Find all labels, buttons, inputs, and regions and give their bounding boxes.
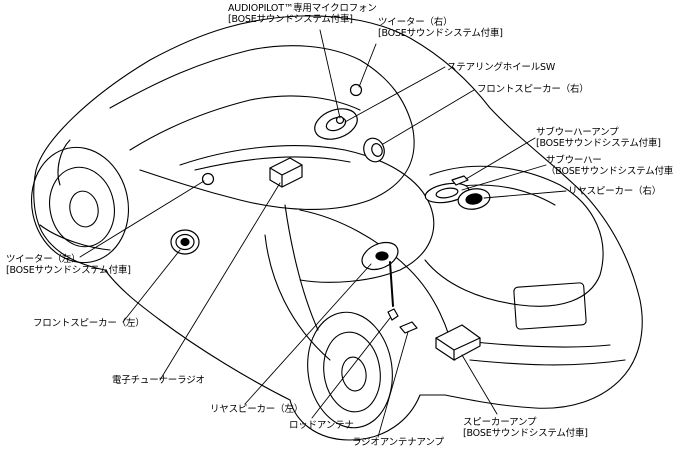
label-audiopilot-mic: AUDIOPILOT™専用マイクロフォン [BOSEサウンドシステム付車] [228,3,377,25]
label-subwoofer: サブウーハー （BOSEサウンドシステム付車] [546,155,673,177]
car-body [33,15,643,441]
label-line: サブウーハーアンプ [536,127,619,138]
label-line: 電子チューナーラジオ [112,375,205,386]
label-front-speaker-left: フロントスピーカー（左） [33,318,145,329]
label-speaker-amp: スピーカーアンプ [BOSEサウンドシステム付車] [463,417,588,439]
label-tweeter-right: ツイーター（右） [BOSEサウンドシステム付車] [378,17,503,39]
label-subwoofer-amp: サブウーハーアンプ [BOSEサウンドシステム付車] [536,127,661,149]
label-radio-antenna-amp: ラジオアンテナアンプ [352,437,444,448]
label-line: （BOSEサウンドシステム付車] [546,166,673,177]
label-line: ラジオアンテナアンプ [352,437,444,448]
rear-wheel [307,311,393,429]
label-line: [BOSEサウンドシステム付車] [536,138,661,149]
label-line: フロントスピーカー（右） [477,84,589,95]
label-line: ツイーター（左） [6,254,81,265]
front-wheel [30,146,130,264]
label-line: リヤスピーカー（左） [210,404,304,415]
label-line: ステアリングホイールSW [447,62,556,73]
label-line: サブウーハー [546,155,602,166]
label-line: [BOSEサウンドシステム付車] [463,428,588,439]
label-line: スピーカーアンプ [463,417,537,428]
label-front-speaker-right: フロントスピーカー（右） [477,84,589,95]
component-parts [170,83,491,361]
label-line: ロッドアンテナ [289,420,354,431]
label-rear-speaker-right: リヤスピーカー（右） [568,186,661,197]
label-line: [BOSEサウンドシステム付車] [228,14,353,25]
label-line: [BOSEサウンドシステム付車] [378,28,503,39]
label-rod-antenna: ロッドアンテナ [289,420,354,431]
leader-lines [79,29,567,438]
label-line: ツイーター（右） [378,17,453,28]
label-line: フロントスピーカー（左） [33,318,145,329]
label-steering-wheel-switch: ステアリングホイールSW [447,62,555,73]
label-line: AUDIOPILOT™専用マイクロフォン [228,3,377,14]
label-tweeter-left: ツイーター（左） [BOSEサウンドシステム付車] [6,254,131,276]
label-line: [BOSEサウンドシステム付車] [6,265,131,276]
label-rear-speaker-left: リヤスピーカー（左） [210,404,303,415]
label-electronic-tuner-radio: 電子チューナーラジオ [112,375,205,386]
label-line: リヤスピーカー（右） [568,186,662,197]
